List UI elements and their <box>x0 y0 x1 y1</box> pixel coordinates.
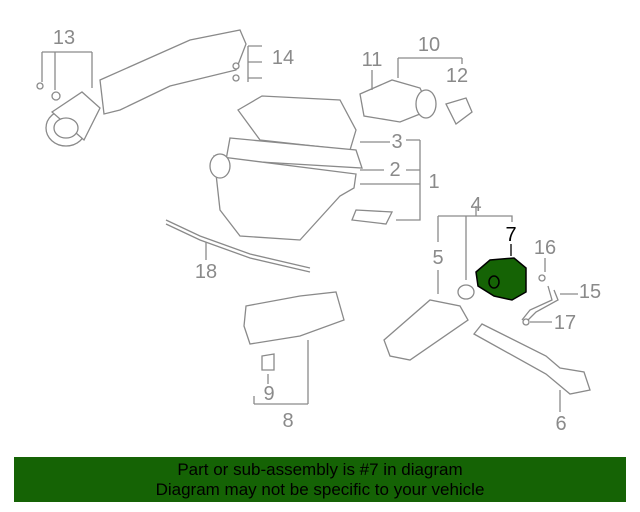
part-7-resonator-highlighted <box>475 244 527 301</box>
part-14-air-duct <box>99 29 262 115</box>
callout-4[interactable]: 4 <box>470 194 482 216</box>
callout-3[interactable]: 3 <box>391 131 403 153</box>
banner-line-part: Part or sub-assembly is #7 in diagram <box>177 460 463 479</box>
callout-12[interactable]: 12 <box>445 65 469 87</box>
callout-15[interactable]: 15 <box>578 281 602 303</box>
callout-11[interactable]: 11 <box>361 49 383 71</box>
callout-10[interactable]: 10 <box>417 34 441 56</box>
callout-5[interactable]: 5 <box>432 247 444 269</box>
callout-1[interactable]: 1 <box>428 171 440 193</box>
part-8-resonator <box>243 291 345 405</box>
part-5-intake-hose <box>383 206 513 361</box>
parts-diagram <box>36 29 591 412</box>
part-15-vent-hose <box>521 258 578 326</box>
part-6-air-tube <box>473 323 591 412</box>
part-1-air-cleaner-assembly <box>209 95 421 241</box>
callout-8[interactable]: 8 <box>282 410 294 432</box>
callout-16[interactable]: 16 <box>533 237 557 259</box>
part-13-air-inlet <box>36 51 101 147</box>
callout-18[interactable]: 18 <box>194 261 218 283</box>
banner-line-disclaimer: Diagram may not be specific to your vehi… <box>155 480 485 499</box>
callout-6[interactable]: 6 <box>555 413 567 435</box>
part-10-mass-air-flow-sensor <box>359 57 473 125</box>
callout-2[interactable]: 2 <box>389 159 401 181</box>
part-18-bracket-rod <box>165 219 311 273</box>
callout-17[interactable]: 17 <box>553 312 577 334</box>
callout-14[interactable]: 14 <box>271 47 295 69</box>
callout-9[interactable]: 9 <box>263 383 275 405</box>
callout-7-highlighted[interactable]: 7 <box>505 224 517 246</box>
info-banner: Part or sub-assembly is #7 in diagram Di… <box>14 457 626 502</box>
callout-13[interactable]: 13 <box>52 27 76 49</box>
